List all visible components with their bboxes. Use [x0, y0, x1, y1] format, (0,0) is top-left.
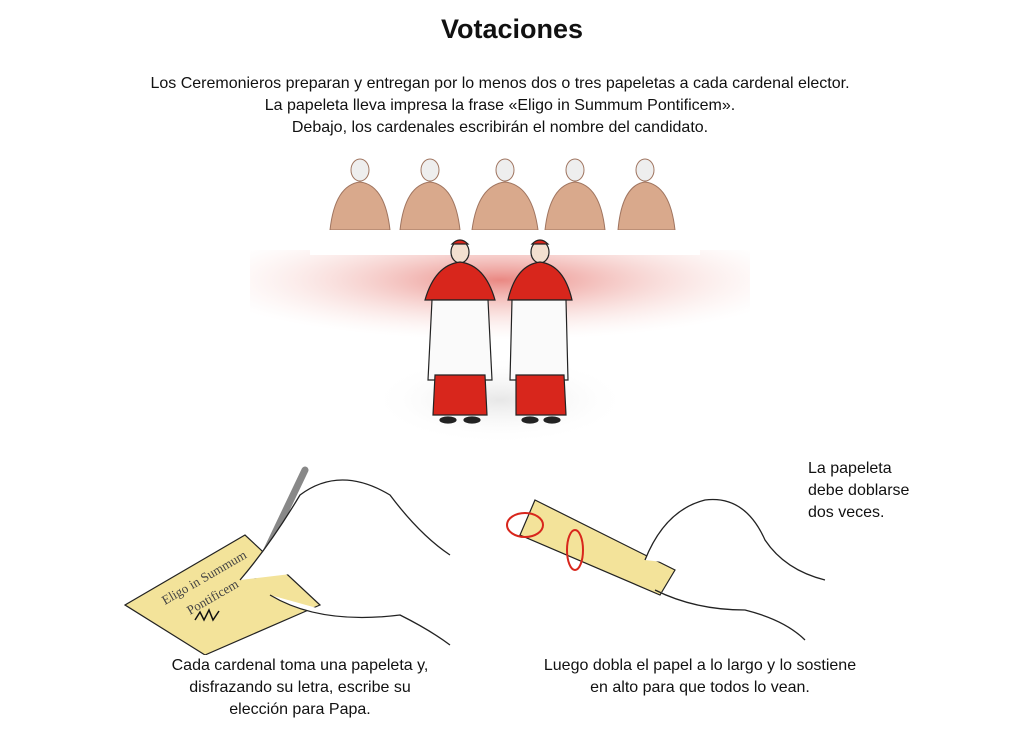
writing-hand-illustration: Eligo in Summum Pontificem — [123, 466, 451, 655]
step1-caption: Cada cardenal toma una papeleta y, disfr… — [140, 655, 460, 721]
folding-hand-illustration — [506, 498, 826, 641]
caption-line: disfrazando su letra, escribe su — [189, 679, 411, 696]
fold-arrow-icon — [506, 512, 544, 538]
note-line: debe doblarse — [808, 482, 910, 499]
note-line: La papeleta — [808, 460, 892, 477]
fold-arrow-icon — [566, 529, 584, 571]
caption-line: Luego dobla el papel a lo largo y lo sos… — [543, 657, 857, 674]
intro-text: Los Ceremonieros preparan y entregan por… — [0, 73, 1000, 139]
standing-cardinal-left — [424, 239, 496, 424]
note-line: dos veces. — [808, 504, 885, 521]
caption-line: Cada cardenal toma una papeleta y, — [171, 657, 429, 674]
intro-line: La papeleta lleva impresa la frase «Elig… — [264, 97, 736, 114]
intro-line: Debajo, los cardenales escribirán el nom… — [291, 119, 709, 136]
step2-caption: Luego dobla el papel a lo largo y lo sos… — [500, 655, 900, 699]
page-title: Votaciones — [440, 14, 584, 44]
standing-cardinal-right — [507, 239, 573, 424]
caption-line: en alto para que todos lo vean. — [590, 679, 810, 696]
seated-cardinals — [329, 158, 676, 231]
fold-note: La papeleta debe doblarse dos veces. — [808, 458, 909, 524]
intro-line: Los Ceremonieros preparan y entregan por… — [150, 75, 850, 92]
caption-line: elección para Papa. — [229, 701, 371, 718]
cardinals-illustration — [250, 158, 750, 445]
